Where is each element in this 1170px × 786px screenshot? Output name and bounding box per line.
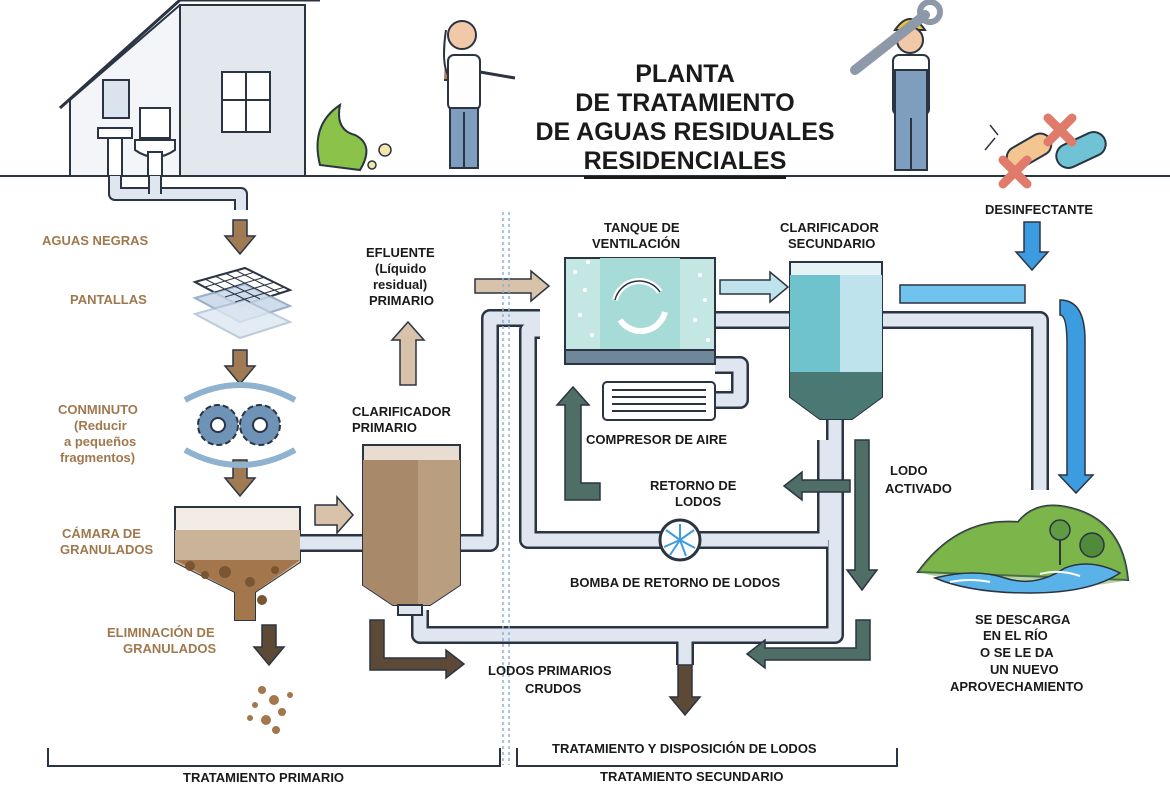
- title-line-2: DE TRATAMIENTO: [575, 89, 795, 117]
- gears-icon: [183, 382, 297, 468]
- grit-chamber: [174, 506, 301, 621]
- screen-grid-icon: [192, 266, 293, 340]
- page-title: PLANTA DE TRATAMIENTO DE AGUAS RESIDUALE…: [520, 60, 850, 179]
- label-descarga-3: O SE LE DA: [980, 645, 1054, 660]
- label-efluente-4: PRIMARIO: [369, 293, 434, 308]
- flow-arrows-secondary: [314, 221, 1095, 717]
- label-eliminacion-1: ELIMINACIÓN DE: [107, 625, 215, 640]
- label-efluente-3: residual): [373, 277, 428, 292]
- label-tanque-2: VENTILACIÓN: [592, 236, 681, 251]
- primary-clarifier-tank: [362, 444, 461, 616]
- label-tanque-1: TANQUE DE: [604, 220, 680, 235]
- label-conminuto: CONMINUTO: [58, 402, 138, 417]
- title-line-1: PLANTA: [635, 60, 735, 88]
- label-clarificador-primario-2: PRIMARIO: [352, 420, 417, 435]
- label-descarga-4: UN NUEVO: [990, 662, 1059, 677]
- label-lodos-primarios-1: LODOS PRIMARIOS: [488, 663, 612, 678]
- aeration-tank: [564, 257, 716, 365]
- label-tratamiento-primario: TRATAMIENTO PRIMARIO: [183, 770, 345, 785]
- worker-icon: [850, 0, 943, 171]
- label-aguas-negras: AGUAS NEGRAS: [42, 233, 149, 248]
- river-landscape-icon: [916, 504, 1130, 594]
- label-lodo-activado-1: LODO: [890, 463, 928, 478]
- house-drain-pipe: [108, 176, 248, 210]
- label-descarga-2: EN EL RÍO: [983, 628, 1048, 643]
- label-lodos-primarios-2: CRUDOS: [525, 681, 582, 696]
- compressor-icon: [602, 381, 716, 421]
- label-efluente-2: (Líquido: [375, 261, 427, 276]
- label-conminuto-note-2: a pequeños: [64, 434, 137, 449]
- label-eliminacion-2: GRANULADOS: [123, 641, 217, 656]
- secondary-clarifier-tank: [789, 261, 883, 420]
- label-compresor: COMPRESOR DE AIRE: [586, 432, 728, 447]
- label-descarga-5: APROVECHAMIENTO: [950, 679, 1084, 694]
- label-tratamiento-lodos: TRATAMIENTO Y DISPOSICIÓN DE LODOS: [552, 741, 817, 756]
- bacteria-icon: [984, 113, 1107, 189]
- label-conminuto-note-3: fragmentos): [60, 450, 136, 465]
- pump-icon: [658, 518, 702, 562]
- label-efluente-1: EFLUENTE: [366, 245, 435, 260]
- label-retorno-lodos-2: LODOS: [675, 494, 722, 509]
- label-bomba: BOMBA DE RETORNO DE LODOS: [570, 575, 781, 590]
- label-lodo-activado-2: ACTIVADO: [885, 481, 952, 496]
- label-pantallas: PANTALLAS: [70, 292, 147, 307]
- flow-arrows-primary: [223, 219, 286, 667]
- label-descarga-1: SE DESCARGA: [975, 612, 1071, 627]
- scientist-icon: [443, 20, 516, 169]
- label-desinfectante: DESINFECTANTE: [985, 202, 1094, 217]
- house-icon: [58, 0, 320, 177]
- title-line-3: DE AGUAS RESIDUALES: [535, 118, 835, 146]
- label-camara-2: GRANULADOS: [60, 542, 154, 557]
- section-brackets: [47, 748, 898, 767]
- title-line-4: RESIDENCIALES: [583, 147, 787, 179]
- label-camara-1: CÁMARA DE: [62, 526, 141, 541]
- section-divider: [502, 212, 510, 765]
- label-tratamiento-secundario: TRATAMIENTO SECUNDARIO: [600, 769, 784, 784]
- grit-particles: [247, 686, 293, 734]
- label-clarificador-secundario-1: CLARIFICADOR: [780, 220, 879, 235]
- bush-icon: [316, 102, 392, 172]
- label-retorno-lodos-1: RETORNO DE: [650, 478, 737, 493]
- label-clarificador-secundario-2: SECUNDARIO: [788, 236, 876, 251]
- label-clarificador-primario-1: CLARIFICADOR: [352, 404, 451, 419]
- label-conminuto-note-1: (Reducir: [74, 418, 127, 433]
